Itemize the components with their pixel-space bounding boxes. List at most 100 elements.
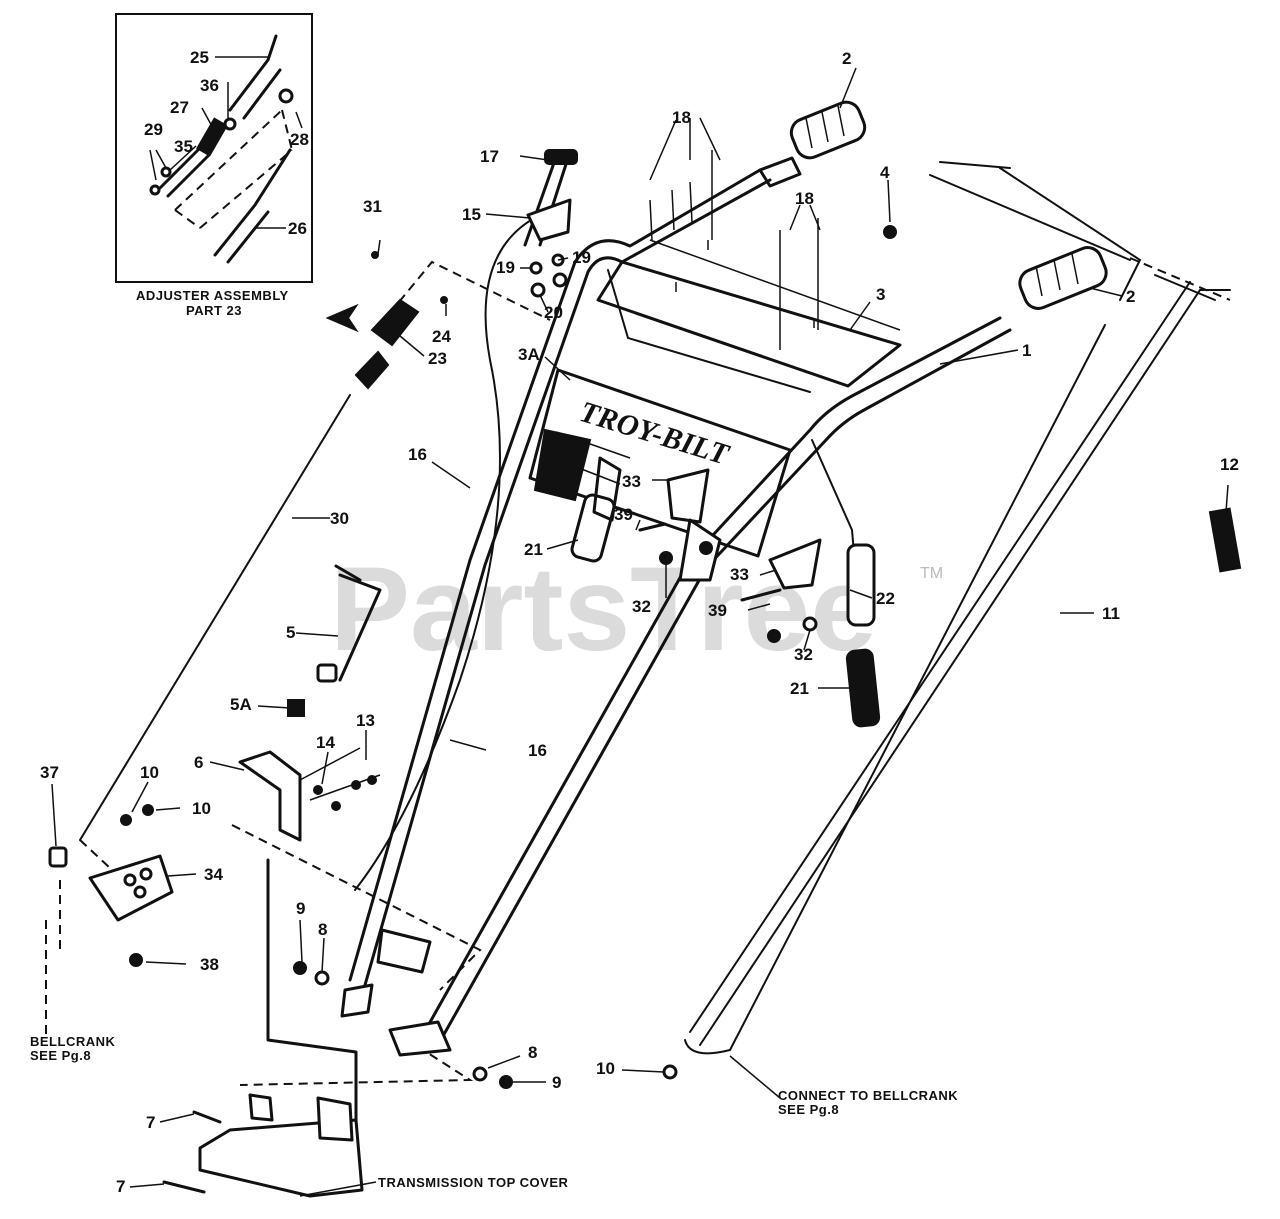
bolts-18 [649,150,901,350]
nut-14b [331,801,341,811]
callout-10-lower: 10 [596,1059,615,1078]
bolt-39b [740,588,782,602]
bolt-7a [192,1110,222,1124]
callout-27: 27 [170,98,189,117]
lever-17-knob [544,149,578,165]
callout-36: 36 [200,76,219,95]
bellcrank-dash [45,839,111,1040]
callout-26: 26 [288,219,307,238]
bolt-13a [351,780,361,790]
callout-20: 20 [544,303,563,322]
bracket-6 [238,750,302,842]
lever-bracket-15 [526,198,572,242]
panel-stripes [547,431,631,485]
callout-8-left: 8 [318,920,327,939]
callout-18-right: 18 [795,189,814,208]
adjuster-washer [223,117,237,131]
adjuster-23 [354,298,420,390]
washer-20b [552,272,568,288]
pin-24 [440,296,448,304]
nut-32d [802,616,818,632]
callout-23: 23 [428,349,447,368]
control-panel-3A [528,368,792,558]
callout-7-upper: 7 [146,1113,155,1132]
callout-13: 13 [356,711,375,730]
note-bellcrank-right-2: SEE Pg.8 [778,1102,839,1117]
bolt-37 [48,846,68,868]
callout-12: 12 [1220,455,1239,474]
grip-right-ribs [1035,253,1079,297]
bolt-39a [638,522,667,532]
callout-9-right: 9 [552,1073,561,1092]
callout-38: 38 [200,955,219,974]
shift-rod-11 [689,167,1231,1046]
inset-title-line1: ADJUSTER ASSEMBLY [136,288,289,303]
callout-8-right: 8 [528,1043,537,1062]
callout-1: 1 [1022,341,1031,360]
callout-37: 37 [40,763,59,782]
nut-32b [767,629,781,643]
adjuster-plate [213,148,292,264]
nut-10a [120,814,132,826]
callout-25: 25 [190,48,209,67]
rod-handle-12 [1208,507,1242,573]
callout-3: 3 [876,285,885,304]
bracket-33a [666,468,710,524]
callout-32-center: 32 [632,597,651,616]
adjuster-assembly-inset: 25 36 28 27 29 35 26 [115,13,313,283]
callout-32-right: 32 [794,645,813,664]
center-lever-33a [592,456,622,522]
callout-16-upper: 16 [408,445,427,464]
bracket-34-hole-a [123,873,137,887]
callout-34: 34 [204,865,223,884]
callout-39-center: 39 [614,505,633,524]
callout-16-lower: 16 [528,741,547,760]
nut-32a [659,551,673,565]
lever-grip-22 [846,543,876,627]
inset-title-line2: PART 23 [186,303,242,318]
callout-18-left: 18 [672,108,691,127]
rod-5 [338,573,382,682]
throttle-cable-30 [79,394,351,841]
callout-4: 4 [880,163,890,182]
nut-14a [313,785,323,795]
hand-grip-left [789,100,867,160]
bracket-34 [88,854,174,922]
callout-19-right: 19 [572,248,591,267]
knob-5 [316,663,338,683]
frame-left-foot [340,983,374,1018]
nut-9a [293,961,307,975]
callout-35: 35 [174,137,193,156]
callout-39-right: 39 [708,601,727,620]
rod-12-guide [1129,257,1231,301]
callout-10-upper: 10 [140,763,159,782]
rod-5-handle [334,564,362,582]
adjuster-rod [228,34,282,120]
callout-33-center: 33 [622,472,641,491]
callout-6: 6 [194,753,203,772]
callout-7-lower: 7 [116,1177,125,1196]
bracket-34-hole-b [139,867,153,881]
note-bellcrank-left-2: SEE Pg.8 [30,1048,91,1063]
callout-21-right: 21 [790,679,809,698]
bolt-13b [367,775,377,785]
note-bellcrank-left-1: BELLCRANK [30,1034,115,1049]
linkage-rods [299,747,381,801]
callout-9-left: 9 [296,899,305,918]
control-cable-16 [354,214,541,891]
adjuster-cotter-b [160,166,172,178]
inset-border [115,13,313,283]
callout-14: 14 [316,733,335,752]
washer-8a [314,970,330,986]
frame-bottom-right-plate [388,1020,452,1057]
note-bellcrank-right-1: CONNECT TO BELLCRANK [778,1088,958,1103]
callout-33-right: 33 [730,565,749,584]
callout-30: 30 [330,509,349,528]
bolt-7b [162,1180,206,1194]
lever-grip-21b [845,648,881,728]
panel-hatch [533,428,592,502]
callout-2-right: 2 [1126,287,1135,306]
watermark-trademark: TM [920,565,943,582]
callout-5: 5 [286,623,295,642]
